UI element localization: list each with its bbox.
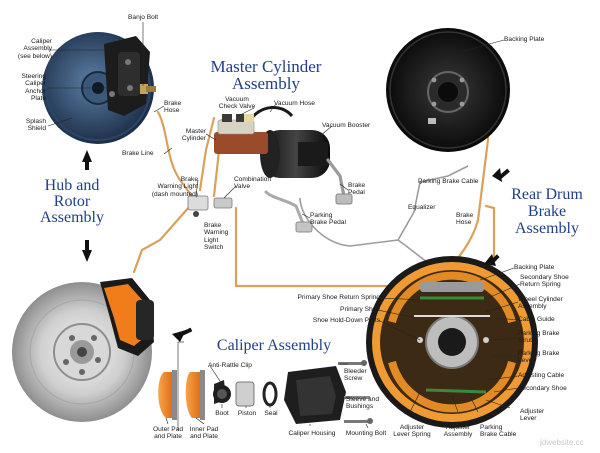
label-equalizer: Equalizer	[408, 204, 436, 211]
rear-drum-title-line2: Brake	[527, 203, 567, 220]
label-caliper-assembly-see-below: Caliper Assembly (see below)	[17, 38, 52, 60]
arrow-to-drum-icon	[492, 168, 502, 182]
label-piston: Piston	[237, 410, 257, 417]
label-primary-shoe: Primary Shoe	[340, 306, 380, 313]
label-parking-brake-pedal: Parking Brake Pedal	[310, 212, 346, 227]
banjo-bolt-fitting	[140, 84, 156, 94]
label-primary-shoe-return-spring: Primary Shoe Return Spring	[297, 294, 380, 301]
label-caliper-housing: Caliper Housing	[288, 430, 336, 437]
label-anti-rattle-clip: Anti-Rattle Clip	[208, 362, 252, 369]
label-brake-line: Brake Line	[122, 150, 154, 157]
arrow-down-icon	[82, 250, 92, 262]
label-banjo-bolt: Banjo Bolt	[128, 14, 159, 21]
caliper-assembly-title: Caliper Assembly	[216, 337, 332, 354]
rear-drum-title-line1: Rear Drum	[511, 186, 583, 203]
label-brake-warning-light-switch: Brake Warning Light Switch	[204, 222, 229, 252]
master-cylinder	[214, 114, 268, 154]
rear-hose-line	[484, 204, 496, 266]
brake-pedal-assembly	[326, 158, 353, 205]
label-cable-guide: Cable Guide	[518, 316, 555, 323]
hub-rotor-title-line3: Assembly	[40, 209, 104, 226]
front-caliper-on-rotor	[100, 278, 154, 356]
rear-drum-brake	[366, 256, 538, 428]
label-vacuum-hose: Vacuum Hose	[274, 100, 315, 107]
rear-drum-brake-assembly-title: Rear Drum Brake Assembly	[502, 186, 592, 237]
arrow-up-icon	[82, 150, 92, 162]
label-shoe-hold-down-parts: Shoe Hold-Down Parts	[312, 317, 380, 324]
label-backing-plate: Backing Plate	[514, 264, 555, 271]
leader-lines	[47, 22, 521, 430]
label-parking-brake-cable: Parking Brake Cable	[418, 178, 479, 185]
vacuum-booster	[260, 130, 330, 178]
label-boot: Boot	[215, 410, 229, 417]
label-adjuster-lever: Adjuster Lever	[520, 408, 545, 423]
label-brake-pedal: Brake Pedal	[348, 182, 366, 197]
label-bleeder-screw: Bleeder Screw	[344, 368, 367, 383]
master-cylinder-title-line1: Master Cylinder	[210, 57, 322, 76]
caliper-exploded-parts	[158, 360, 373, 424]
label-parking-brake-strut: Parking Brake Strut	[518, 330, 560, 345]
label-brake-hose-rear: Brake Hose	[456, 212, 474, 227]
pointer-arrows	[82, 150, 510, 342]
label-seal: Seal	[264, 410, 278, 417]
watermark: jdwebsite.cc	[540, 438, 584, 447]
label-secondary-shoe-return-spring: Secondary Shoe Return Spring	[520, 274, 569, 289]
label-mounting-bolt: Mounting Bolt	[345, 430, 387, 437]
master-cylinder-title-line2: Assembly	[232, 74, 300, 93]
label-adjusting-cable: Adjusting Cable	[518, 372, 565, 379]
label-splash-shield: Splash Shield	[25, 118, 46, 133]
label-parking-brake-cable-rear: Parking Brake Cable	[480, 424, 517, 439]
front-caliper-bracket	[104, 36, 150, 116]
master-cylinder-assembly-title: Master Cylinder Assembly	[206, 58, 326, 92]
label-vacuum-booster: Vacuum Booster	[322, 122, 371, 129]
hub-rotor-title-line2: Rotor	[53, 193, 91, 210]
label-vacuum-check-valve: Vacuum Check Valve	[218, 96, 256, 111]
label-combination-valve: Combination Valve	[234, 176, 272, 191]
rear-backing-plate	[386, 28, 510, 152]
label-sleeve-and-bushings: Sleeve and Bushings	[346, 396, 379, 411]
lower-brake-line	[132, 204, 192, 274]
front-brake-line	[156, 110, 194, 198]
label-brake-hose-front: Brake Hose	[164, 100, 182, 115]
label-secondary-shoe: Secondary Shoe	[518, 385, 567, 392]
label-adjuster-assembly: Adjuster Assembly	[443, 424, 473, 439]
vacuum-hose	[244, 106, 294, 122]
rear-drum-title-line3: Assembly	[515, 220, 579, 237]
label-brake-warning-light: Brake Warning Light (dash mounted)	[151, 176, 198, 198]
label-outer-pad-and-plate: Outer Pad and Plate	[152, 426, 184, 441]
combination-valve	[187, 195, 233, 217]
label-inner-pad-and-plate: Inner Pad and Plate	[189, 426, 219, 441]
label-parking-brake-lever: Parking Brake Lever	[518, 350, 560, 365]
master-feed-line	[198, 116, 216, 192]
label-master-cylinder: Master Cylinder	[181, 128, 206, 143]
label-wheel-cylinder-assembly: Wheel Cylinder Assembly	[518, 296, 563, 311]
hub-rotor-title-line1: Hub and	[44, 177, 100, 194]
label-backing-plate-top: Backing Plate	[504, 36, 545, 43]
label-steering-caliper-anchor-plate: Steering Caliper Anchor Plate	[21, 73, 46, 103]
label-adjuster-lever-spring: Adjuster Lever Spring	[393, 424, 431, 439]
hub-rotor-assembly-title: Hub and Rotor Assembly	[22, 178, 122, 226]
parking-brake-pedal-assembly	[264, 190, 313, 233]
